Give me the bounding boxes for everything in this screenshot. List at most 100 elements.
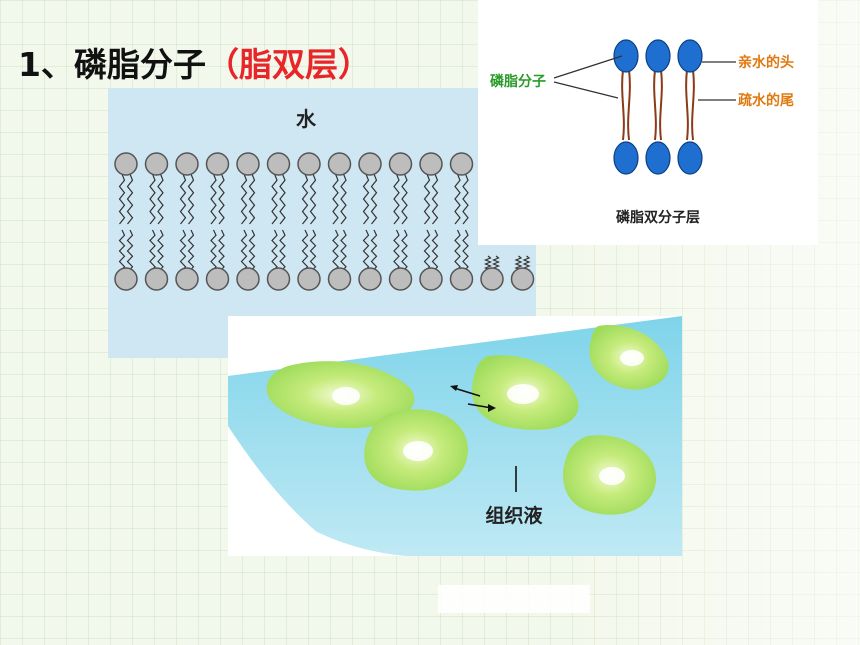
membrane-head [205,267,230,291]
membrane-tail [309,173,317,225]
lipid-tail [621,69,625,141]
membrane-tail [218,173,225,225]
lipid-head [677,39,703,73]
membrane-head [297,152,321,176]
bilayer-caption: 磷脂双分子层 [616,209,700,226]
membrane-tail [370,229,378,273]
membrane-tail [118,173,126,225]
membrane-head [236,267,260,291]
lipid-head [613,141,639,175]
lipid-tail [691,69,695,141]
membrane-tail [187,229,195,273]
lipid-head [645,39,671,73]
membrane-tail [370,173,378,225]
membrane-head [175,267,199,291]
membrane-tail [362,173,370,225]
pointer-line-top [553,55,623,79]
membrane-tail [332,173,339,225]
membrane-head [419,152,443,176]
membrane-tail [118,229,126,273]
membrane-tail [301,173,309,225]
membrane-tail [149,229,156,273]
title-highlight: （脂双层） [205,45,371,84]
lipid-tail [653,69,657,141]
membrane-heads-bottom [114,267,535,291]
membrane-head [358,267,382,291]
arrow-up [453,387,481,397]
membrane-tail [248,229,256,273]
membrane-tail [423,173,431,225]
membrane-tail [393,229,400,273]
membrane-tail [454,229,461,273]
membrane-head [114,152,138,176]
membrane-tail [179,229,187,273]
bilayer-molecules [613,39,703,175]
membrane-tail [210,173,217,225]
membrane-head [480,267,504,291]
membrane-tail [187,173,195,225]
membrane-tail [279,229,286,273]
pointer-line-bottom [553,81,619,99]
cells [266,325,669,515]
membrane-head [205,152,230,176]
membrane-tail [340,173,347,225]
membrane-tail [279,173,286,225]
membrane-tail [332,229,339,273]
membrane-tail [271,229,278,273]
membrane-tail [157,173,164,225]
membrane-head [449,267,474,291]
membrane-head [358,152,382,176]
membrane-tail [401,173,408,225]
membrane-head [297,267,321,291]
membrane-tail [309,229,317,273]
membrane-head [236,152,260,176]
lipid-tail [659,69,663,141]
membrane-head [419,267,443,291]
membrane-tail [454,173,461,225]
lipid-tail [685,69,689,141]
membrane-head [388,267,413,291]
lipid-head [645,141,671,175]
membrane-tail [462,229,469,273]
membrane-tail [340,229,347,273]
membrane-tail [210,229,217,273]
membrane-tail [462,173,469,225]
tail-label: 疏水的尾 [738,92,794,109]
membrane-heads-top [114,152,474,176]
tissue-fluid-label: 组织液 [485,504,543,527]
membrane-tail [423,229,431,273]
tissue-illustration: 组织液 [228,316,682,556]
lipid-head [613,39,639,73]
membrane-tail [271,173,278,225]
membrane-head [114,267,138,291]
membrane-tail [157,229,164,273]
membrane-head [327,152,352,176]
membrane-head [510,267,535,291]
membrane-head [327,267,352,291]
membrane-tail [179,173,187,225]
water-label-top: 水 [296,107,317,131]
membrane-tail [240,229,248,273]
membrane-tail [149,173,156,225]
membrane-tail [431,229,439,273]
membrane-tail [431,173,439,225]
membrane-tail [240,173,248,225]
molecule-label: 磷脂分子 [490,73,546,90]
membrane-head [144,267,169,291]
membrane-head [144,152,169,176]
head-label: 亲水的头 [738,54,794,71]
membrane-head [388,152,413,176]
membrane-tail [301,229,309,273]
page-title: 1、磷脂分子（脂双层） [18,38,371,86]
membrane-tail [248,173,256,225]
lipid-tail [627,69,631,141]
membrane-tail [218,229,225,273]
membrane-tails [118,173,531,273]
membrane-head [449,152,474,176]
membrane-tail [393,173,400,225]
bilayer-diagram: 磷脂分子 亲水的头 疏水的尾 磷脂双分子层 [478,0,818,245]
blank-patch [438,585,590,613]
membrane-tail [362,229,370,273]
membrane-head [175,152,199,176]
membrane-tail [126,229,134,273]
